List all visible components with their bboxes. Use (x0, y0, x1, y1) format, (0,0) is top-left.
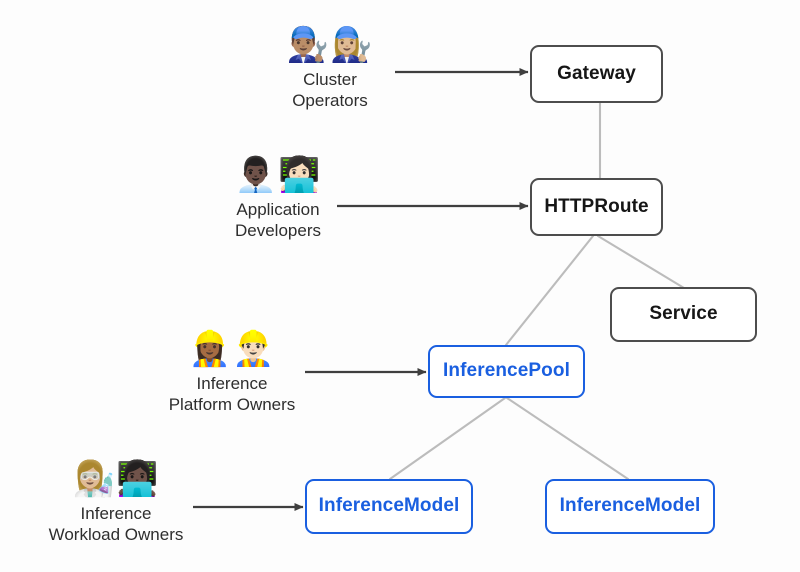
node-service-label: Service (649, 303, 718, 325)
node-httproute[interactable]: HTTPRoute (530, 178, 663, 236)
node-inferencepool-label: InferencePool (443, 360, 570, 382)
inference-platform-owners-label: Inference Platform Owners (169, 373, 296, 416)
cluster-operators-emoji-pair: 👨🏽‍🔧👩🏼‍🔧 (286, 25, 374, 65)
inference-workload-owners-label-line1: Inference (80, 504, 152, 523)
application-developers-label-line2: Developers (235, 221, 321, 241)
inference-platform-owners-label-line1: Inference (196, 374, 268, 393)
edge-inferencepool-to-inferencemodel-1 (388, 396, 507, 481)
persona-cluster-operators: 👨🏽‍🔧👩🏼‍🔧 Cluster Operators (210, 28, 450, 112)
cluster-operators-label: Cluster Operators (292, 69, 368, 112)
persona-inference-workload-owners: 👩🏼‍🔬👩🏿‍💻 Inference Workload Owners (0, 462, 236, 546)
node-inferencemodel-2[interactable]: InferenceModel (545, 479, 715, 534)
application-developers-emoji-pair: 👨🏿‍💼👩🏻‍💻 (234, 155, 322, 195)
edge-httproute-to-inferencepool (504, 234, 595, 347)
node-gateway-label: Gateway (557, 62, 636, 84)
inference-workload-owners-label-line2: Workload Owners (48, 525, 184, 545)
cluster-operators-label-line1: Cluster (303, 70, 357, 89)
node-service[interactable]: Service (610, 287, 757, 342)
node-inferencepool[interactable]: InferencePool (428, 345, 585, 398)
application-developers-label-line1: Application (236, 200, 320, 219)
application-developers-label: Application Developers (235, 199, 321, 242)
inference-platform-owners-label-line2: Platform Owners (168, 395, 296, 415)
inference-workload-owners-label: Inference Workload Owners (49, 503, 184, 546)
cluster-operators-label-line2: Operators (292, 91, 368, 111)
persona-inference-platform-owners: 👷🏾‍♀️👷🏻‍♂️ Inference Platform Owners (112, 332, 352, 416)
edge-inferencepool-to-inferencemodel-2 (505, 396, 630, 481)
node-gateway[interactable]: Gateway (530, 45, 663, 103)
inference-workload-owners-emoji-pair: 👩🏼‍🔬👩🏿‍💻 (72, 459, 160, 499)
node-httproute-label: HTTPRoute (544, 195, 649, 217)
inference-platform-owners-emoji-pair: 👷🏾‍♀️👷🏻‍♂️ (188, 329, 276, 369)
persona-application-developers: 👨🏿‍💼👩🏻‍💻 Application Developers (158, 158, 398, 242)
node-inferencemodel-1[interactable]: InferenceModel (305, 479, 473, 534)
node-inferencemodel-1-label: InferenceModel (318, 495, 460, 517)
node-inferencemodel-2-label: InferenceModel (559, 495, 701, 517)
edge-httproute-to-service (596, 234, 686, 290)
